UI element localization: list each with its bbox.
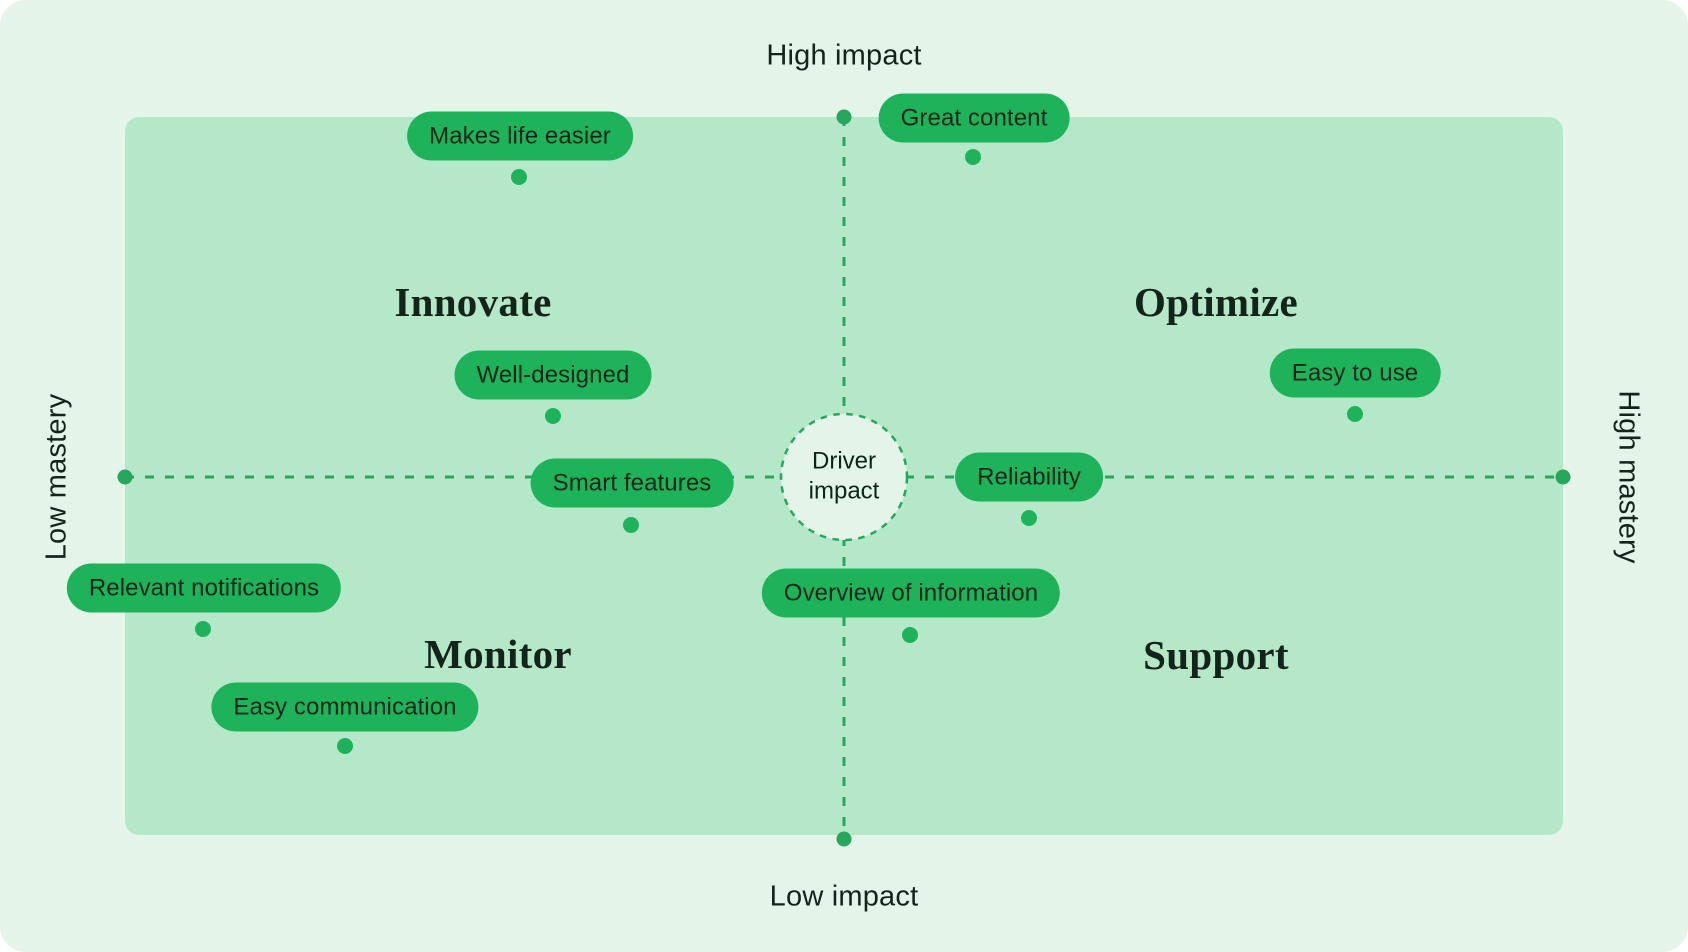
driver-pill[interactable]: Well-designed	[454, 350, 652, 400]
driver-pill-dot	[1021, 510, 1037, 526]
driver-pill-dot	[195, 621, 211, 637]
driver-pill-dot	[1347, 406, 1363, 422]
driver-pill[interactable]: Overview of information	[761, 568, 1061, 618]
axis-label-high-mastery: High mastery	[1612, 390, 1645, 564]
axis-label-low-impact: Low impact	[769, 880, 919, 913]
driver-pill-dot	[337, 738, 353, 754]
driver-pill[interactable]: Great content	[878, 93, 1070, 143]
quadrant-title-optimize: Optimize	[1133, 279, 1299, 325]
quadrant-title-innovate: Innovate	[394, 279, 552, 325]
axis-label-high-impact: High impact	[766, 39, 922, 72]
quadrant-title-monitor: Monitor	[424, 631, 572, 677]
driver-pill-dot	[965, 149, 981, 165]
driver-pill[interactable]: Makes life easier	[407, 111, 633, 161]
driver-pill[interactable]: Reliability	[955, 452, 1103, 502]
driver-pill[interactable]: Smart features	[530, 458, 734, 508]
driver-pill[interactable]: Relevant notifications	[66, 563, 342, 613]
driver-pill-dot	[902, 627, 918, 643]
driver-pill-dot	[511, 169, 527, 185]
axis-label-low-mastery: Low mastery	[40, 393, 73, 561]
driver-pill-dot	[623, 517, 639, 533]
driver-pill[interactable]: Easy communication	[211, 682, 479, 732]
center-label-driver-impact: Driver impact	[808, 447, 880, 505]
driver-pill-dot	[545, 408, 561, 424]
driver-pill[interactable]: Easy to use	[1269, 348, 1441, 398]
quadrant-title-support: Support	[1143, 632, 1289, 678]
